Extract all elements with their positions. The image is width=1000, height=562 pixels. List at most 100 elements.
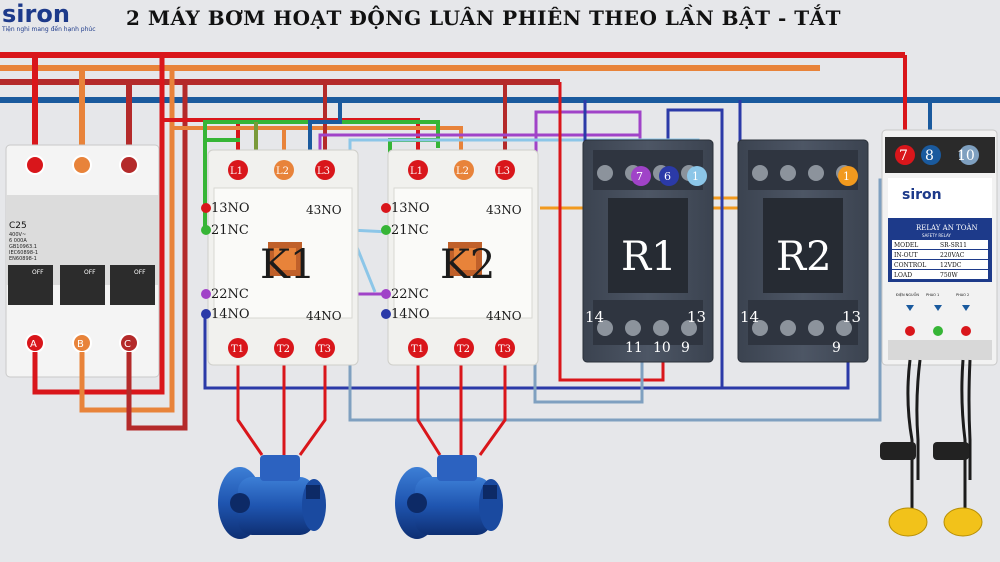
contactor-aux-terminal	[201, 225, 211, 235]
contactor-aux-label: 21NC	[211, 223, 249, 238]
relay-name: R2	[776, 234, 832, 280]
safety-row-key: CONTROL	[894, 262, 926, 269]
safety-led	[933, 326, 943, 336]
relay-bottom-label: 10	[653, 340, 671, 356]
safety-led	[961, 326, 971, 336]
contactor-aux-label: 13NO	[211, 201, 250, 216]
contactor-name: K1	[260, 242, 315, 288]
circuit-breaker: OFF OFF OFF C25 400V~6 000AGB10963.1IEC6…	[5, 55, 160, 378]
breaker-spec: EN60898-1	[9, 256, 37, 262]
contactor-aux-terminal	[201, 203, 211, 213]
contactor-bottom-label: T3	[318, 344, 331, 355]
float-weight-1	[880, 442, 916, 460]
supply-bus	[0, 52, 1000, 103]
relay-bottom-label: 11	[625, 340, 643, 356]
breaker-in-terminal-1	[25, 155, 45, 175]
contactor-aux-label: 22NC	[391, 287, 429, 302]
safety-row-value: SR-SR11	[940, 242, 967, 249]
breaker-off-3: OFF	[134, 269, 146, 276]
safety-relay: siron RELAY AN TOÀN SAFETY RELAY MODEL SR…	[881, 129, 998, 366]
contactor-top-label: L3	[317, 166, 330, 177]
contactor-bottom-terminal	[454, 338, 474, 358]
diagram-title: 2 MÁY BƠM HOẠT ĐỘNG LUÂN PHIÊN THEO LẦN …	[126, 6, 841, 30]
contactor-aux-right-label: 44NO	[486, 309, 522, 323]
contactor-aux-terminal	[381, 309, 391, 319]
safety-header: RELAY AN TOÀN	[916, 223, 978, 232]
siron-logo: siron Tiện nghi mang đến hạnh phúc	[2, 2, 96, 33]
float-ball-2	[943, 507, 983, 537]
pump-motor-1	[218, 455, 326, 539]
relay-top-terminal	[631, 166, 651, 186]
breaker-off-2: OFF	[84, 269, 96, 276]
contactor-aux-right-label: 43NO	[486, 203, 522, 217]
relay-name: R1	[621, 234, 677, 280]
contactor-bottom-label: T1	[411, 344, 424, 355]
contactor-aux-label: 14NO	[391, 307, 430, 322]
contactor-top-terminal	[408, 160, 428, 180]
safety-brand: siron	[902, 187, 942, 203]
safety-terminal-label: 8	[925, 148, 934, 164]
contactor-top-terminal	[274, 160, 294, 180]
breaker-label-a: A	[30, 339, 37, 350]
pump-motor-2	[395, 455, 503, 539]
safety-row-value: 750W	[940, 272, 958, 279]
float-weight-2	[933, 442, 969, 460]
contactor-aux-terminal	[381, 203, 391, 213]
float-switches	[880, 359, 983, 537]
contactor-aux-terminal	[381, 289, 391, 299]
contactor-bottom-label: T1	[231, 344, 244, 355]
logo-brand: siron	[2, 0, 70, 28]
breaker-model: C25	[9, 221, 27, 231]
contactor-bottom-terminal	[408, 338, 428, 358]
contactor-aux-terminal	[381, 225, 391, 235]
breaker-spec: IEC60898-1	[9, 250, 38, 256]
contactor-bottom-label: T2	[277, 344, 290, 355]
safety-led-label: PHAO 1	[926, 293, 939, 297]
breaker-spec: GB10963.1	[9, 244, 37, 250]
relay-top-label: 6	[664, 170, 671, 183]
contactor-top-label: L1	[230, 166, 243, 177]
relay-top-terminal	[687, 166, 707, 186]
contactor-bottom-terminal	[274, 338, 294, 358]
contactor-top-terminal	[228, 160, 248, 180]
breaker-label-c: C	[124, 339, 131, 350]
safety-row-key: MODEL	[894, 242, 918, 249]
breaker-in-terminal-3	[119, 155, 139, 175]
safety-terminal-label: 10	[957, 148, 975, 164]
contactor-top-label: L2	[276, 166, 289, 177]
contactor-aux-right-label: 44NO	[306, 309, 342, 323]
relay-side-left-label: 14	[585, 308, 604, 326]
relay-top-terminal	[659, 166, 679, 186]
safety-terminal	[959, 145, 979, 165]
contactor-top-label: L2	[456, 166, 469, 177]
motor-wires	[236, 358, 507, 456]
breaker-label-b: B	[77, 339, 84, 350]
relay-top-label: 1	[843, 170, 850, 183]
safety-sub: SAFETY RELAY	[922, 233, 951, 238]
safety-terminal-label: 7	[899, 148, 908, 164]
relay-bottom-label: 9	[832, 340, 841, 356]
safety-row-value: 12VDC	[940, 262, 962, 269]
contactor-aux-label: 14NO	[211, 307, 250, 322]
relay-bottom-label: 9	[681, 340, 690, 356]
contactor-aux-label: 13NO	[391, 201, 430, 216]
safety-terminal	[895, 145, 915, 165]
relay-side-right-label: 13	[687, 308, 706, 326]
safety-row-key: IN-OUT	[894, 252, 918, 259]
breaker-spec: 6 000A	[9, 238, 27, 244]
contactor-bottom-label: T2	[457, 344, 470, 355]
safety-row-key: LOAD	[894, 272, 912, 279]
relay-side-left-label: 14	[740, 308, 759, 326]
relay-side-right-label: 13	[842, 308, 861, 326]
safety-led	[905, 326, 915, 336]
safety-terminals: 7 8 10	[895, 145, 979, 165]
logo-tagline: Tiện nghi mang đến hạnh phúc	[2, 26, 96, 33]
relay-top-label: 7	[636, 170, 643, 183]
contactor-top-terminal	[454, 160, 474, 180]
contactor-top-terminal	[495, 160, 515, 180]
